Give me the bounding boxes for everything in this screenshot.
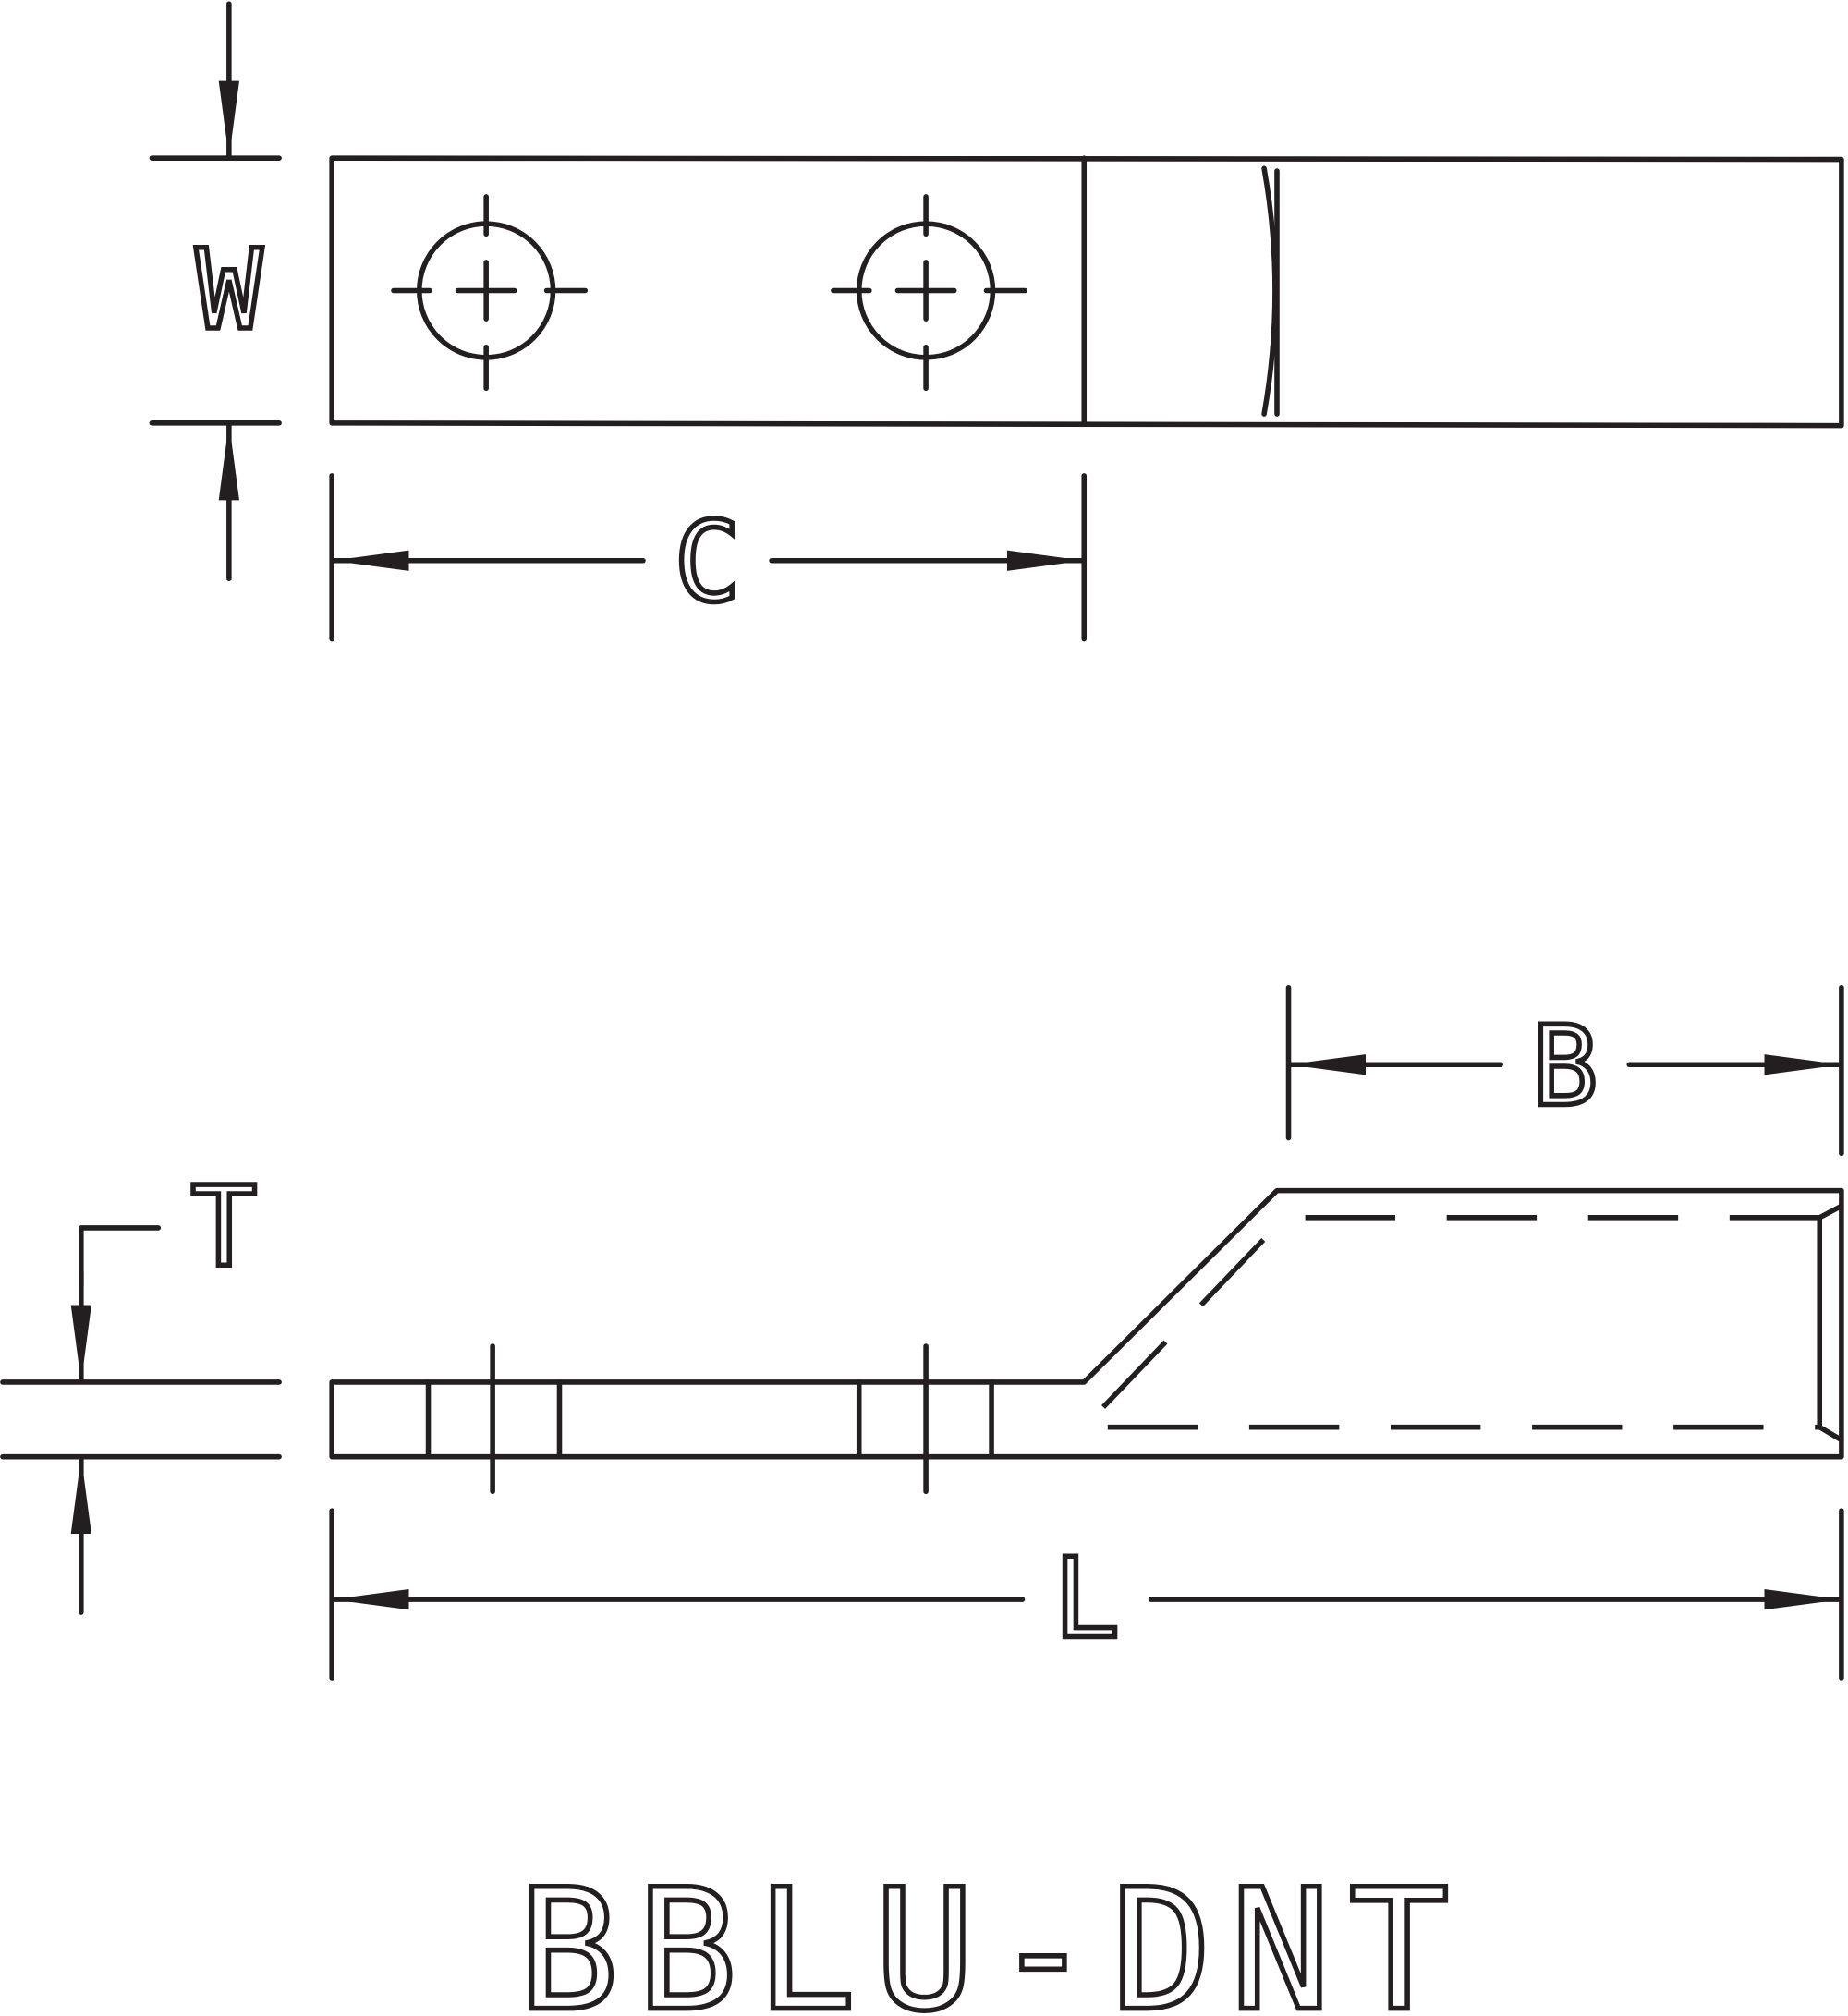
bore-end xyxy=(1817,1203,1844,1443)
bolt-hole-1 xyxy=(391,194,589,392)
bolt-hole-2 xyxy=(831,194,1028,392)
width-dimension: W xyxy=(149,1,282,581)
top-outline xyxy=(329,155,1844,429)
dim-label-l: L xyxy=(1053,1536,1120,1664)
hole-spacing-dimension: C xyxy=(329,473,1088,642)
length-dimension: L xyxy=(329,1508,1844,1681)
bore-hidden-line xyxy=(1081,1215,1820,1430)
dim-label-c: C xyxy=(674,499,740,627)
hole-lines xyxy=(425,1343,994,1495)
thickness-dimension: T xyxy=(0,1161,282,1615)
dim-label-w: W xyxy=(196,226,263,355)
barrel-dimension: B xyxy=(1285,984,1844,1157)
dim-label-t: T xyxy=(190,1163,257,1292)
barrel-curve xyxy=(1261,165,1278,417)
side-view: B T L xyxy=(0,984,1844,1681)
side-outline xyxy=(329,1187,1844,1460)
dim-label-b: B xyxy=(1532,1003,1599,1132)
top-view: W C xyxy=(149,1,1844,642)
part-number-title: BBLU-DNT xyxy=(518,1853,1467,2016)
